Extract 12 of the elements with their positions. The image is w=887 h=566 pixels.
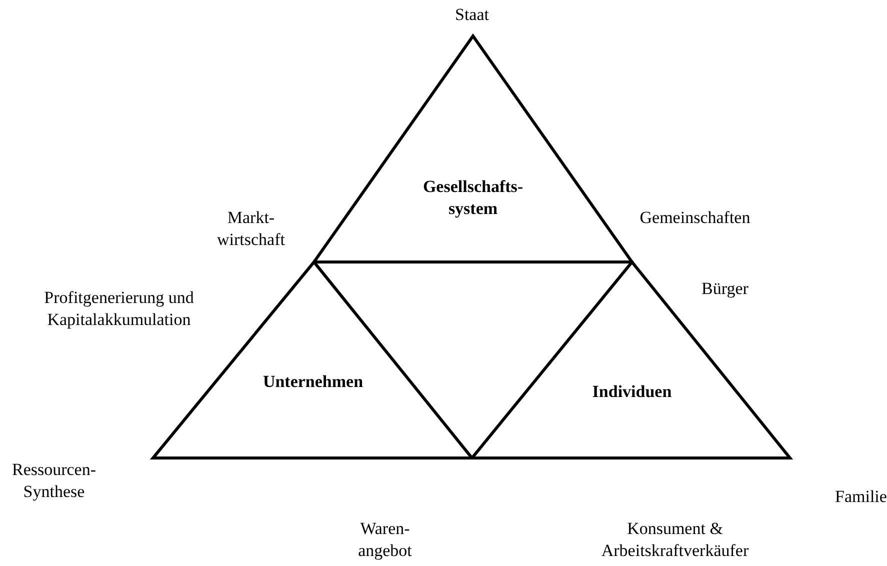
- triangle-label: Gesellschafts- system: [422, 176, 524, 220]
- corner-label: Familie: [835, 486, 887, 508]
- corner-label: Bürger: [700, 278, 750, 300]
- corner-label: Konsument & Arbeitskraftverkäufer: [600, 518, 750, 562]
- corner-label: Ressourcen- Synthese: [10, 459, 98, 503]
- corner-label: Waren- angebot: [357, 518, 413, 562]
- corner-label: Gemeinschaften: [638, 207, 752, 229]
- triangle-label: Unternehmen: [262, 371, 364, 393]
- corner-label: Markt- wirtschaft: [216, 207, 286, 251]
- corner-label: Staat: [454, 4, 490, 26]
- corner-label: Profitgenerierung und Kapitalakkumulation: [43, 287, 195, 331]
- triangle-label: Individuen: [591, 381, 673, 403]
